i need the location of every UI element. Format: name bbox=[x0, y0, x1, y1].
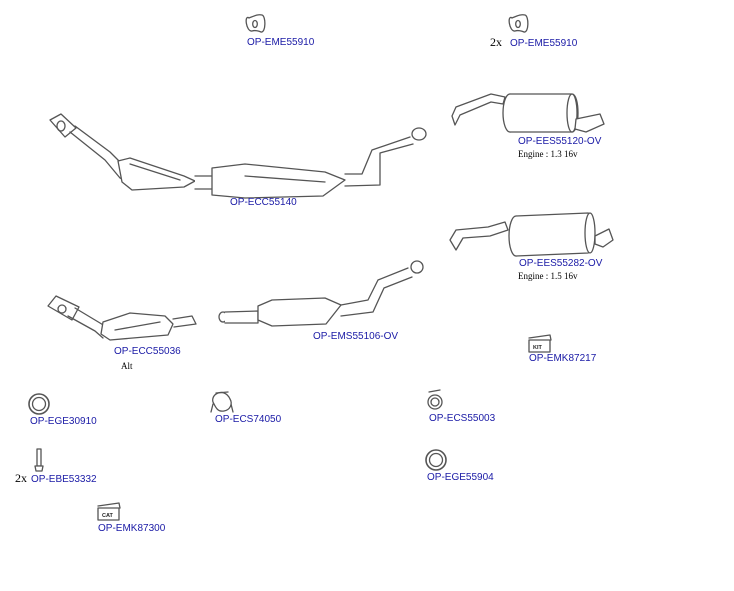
part-code[interactable]: OP-EME55910 bbox=[510, 38, 578, 49]
part-code[interactable]: OP-EGE30910 bbox=[30, 416, 97, 427]
bolt-icon[interactable] bbox=[34, 448, 44, 472]
engine-note: Engine : 1.3 16v bbox=[518, 149, 578, 159]
clamp-icon[interactable] bbox=[427, 389, 443, 410]
mounting-kit-icon[interactable]: CAT bbox=[97, 502, 121, 521]
quantity-label: 2x bbox=[15, 471, 27, 485]
part-code[interactable]: OP-EMK87217 bbox=[529, 353, 597, 364]
part-code[interactable]: OP-EMS55106-OV bbox=[313, 331, 399, 342]
part-code[interactable]: OP-EMK87300 bbox=[98, 523, 166, 534]
part-code[interactable]: OP-ECC55036 bbox=[114, 346, 181, 357]
part-code[interactable]: OP-ECS55003 bbox=[429, 413, 496, 424]
kit-box-label: KIT bbox=[533, 345, 543, 351]
kit-box-label: CAT bbox=[102, 513, 114, 519]
catalytic-converter-icon[interactable] bbox=[47, 295, 197, 341]
part-code[interactable]: OP-EES55282-OV bbox=[519, 258, 603, 269]
clamp-icon[interactable] bbox=[210, 391, 234, 413]
rubber-mount-icon[interactable] bbox=[508, 14, 529, 33]
part-code[interactable]: OP-EGE55904 bbox=[427, 472, 494, 483]
rear-silencer-icon[interactable] bbox=[449, 212, 614, 257]
gasket-ring-icon[interactable] bbox=[425, 449, 447, 471]
centre-silencer-icon[interactable] bbox=[218, 260, 424, 327]
part-code[interactable]: OP-EBE53332 bbox=[31, 474, 97, 485]
catalyst-pipe-assembly-icon[interactable] bbox=[49, 113, 427, 199]
quantity-label: 2x bbox=[490, 35, 502, 49]
part-code[interactable]: OP-ECS74050 bbox=[215, 414, 282, 425]
alt-note: Alt bbox=[121, 361, 133, 371]
rear-silencer-icon[interactable] bbox=[451, 93, 605, 133]
mounting-kit-icon[interactable]: KIT bbox=[528, 334, 552, 353]
rubber-mount-icon[interactable] bbox=[245, 14, 266, 33]
gasket-ring-icon[interactable] bbox=[28, 393, 50, 415]
part-code[interactable]: OP-EES55120-OV bbox=[518, 136, 602, 147]
part-code[interactable]: OP-ECC55140 bbox=[230, 197, 297, 208]
part-code[interactable]: OP-EME55910 bbox=[247, 37, 315, 48]
engine-note: Engine : 1.5 16v bbox=[518, 271, 578, 281]
